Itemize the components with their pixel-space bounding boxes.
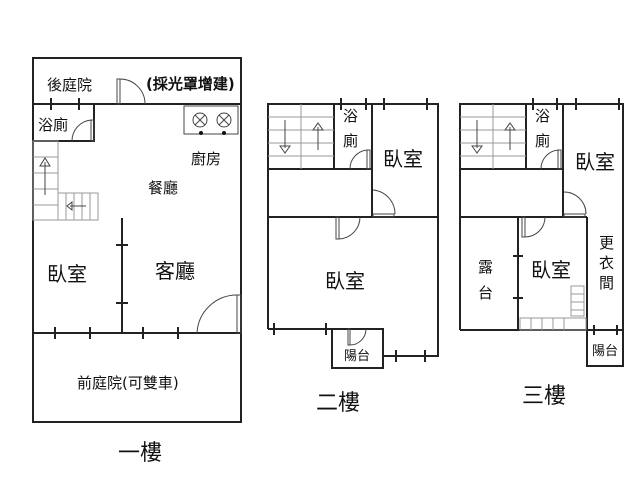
stairs-icon [268,104,334,169]
room-label-balcony: 陽台 [592,344,618,359]
door-icon [563,191,587,218]
door-icon [71,119,95,142]
stairs-icon [460,104,526,169]
room-label-bedroom-small: 臥室 [383,147,423,171]
balcony-wall [331,328,384,369]
room-label-bath-2: 廁 [343,132,358,150]
door-icon [335,216,361,240]
stove-icon [192,112,232,135]
door-icon [521,216,546,238]
stairs-icon [32,140,99,221]
room-label-bedroom-back: 臥室 [575,150,615,174]
stove-counter [183,105,239,135]
floor-1-outline [32,57,242,423]
room-label-closet-3: 間 [599,274,614,292]
floor-1-plan: 後庭院 (採光罩增建) 浴廁 廚房 餐廳 臥室 客廳 前庭院(可雙車) 一樓 [32,57,242,466]
door-icon [349,149,371,170]
door-icon [196,294,242,334]
room-label-bath-1: 浴 [343,107,358,125]
door-icon [372,189,396,218]
window-marks [273,98,428,362]
room-label-terrace-2: 台 [478,284,493,302]
room-label-bath: 浴廁 [38,116,68,134]
room-label-bedroom-front: 臥室 [531,258,571,282]
room-label-bedroom: 臥室 [47,262,87,286]
door-icon [540,149,562,170]
room-label-bath-2: 廁 [535,132,550,150]
stairs-icon [519,285,587,331]
floor-3-plan: 浴 廁 臥室 露 台 臥室 更 衣 間 陽台 三樓 [459,98,624,409]
floor-2-plan: 浴 廁 臥室 臥室 陽台 二樓 [267,98,439,416]
room-label-closet-1: 更 [599,234,614,252]
room-label-closet-2: 衣 [599,254,614,272]
room-label-living: 客廳 [155,259,195,283]
room-label-balcony: 陽台 [344,349,370,364]
room-label-terrace-1: 露 [478,258,493,276]
room-label-bedroom-large: 臥室 [325,269,365,293]
floor-2-label: 二樓 [316,391,360,416]
room-label-bath-1: 浴 [535,107,550,125]
floor-3-label: 三樓 [522,384,566,409]
room-label-dining: 餐廳 [148,179,178,197]
room-label-kitchen: 廚房 [191,150,221,168]
door-icon [116,78,146,105]
room-label-skylight: (採光罩增建) [146,75,235,93]
room-label-front-yard: 前庭院(可雙車) [77,374,179,392]
floor-1-label: 一樓 [118,441,162,466]
window-marks [50,98,179,339]
door-icon [347,328,367,346]
floor-2-outline [267,103,439,357]
room-label-back-yard: 後庭院 [47,76,92,94]
window-marks [513,98,620,335]
